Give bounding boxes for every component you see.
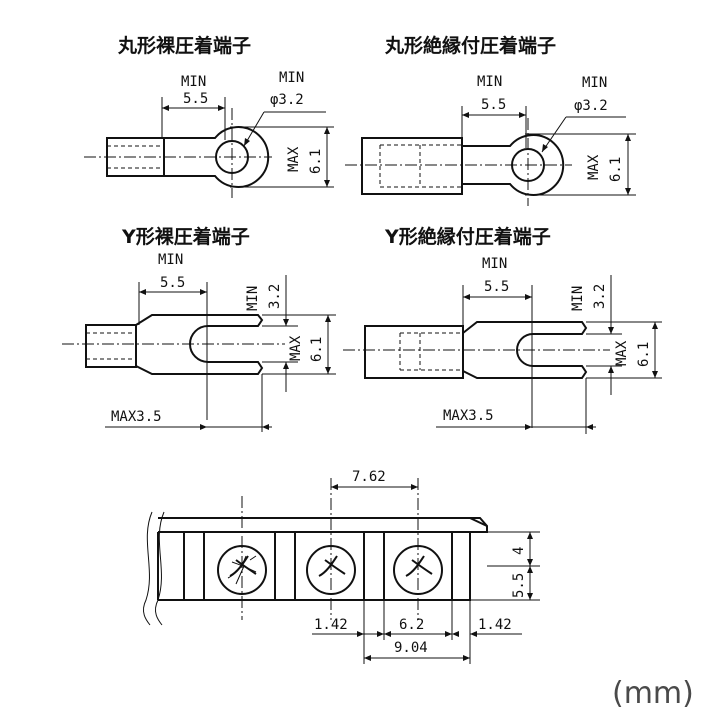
y-bare-barrel — [85, 324, 137, 368]
y-insulated-width: 5.5 — [484, 279, 509, 295]
y-bare-slot: 3.2 — [267, 284, 283, 309]
y-insulated-bottom: MAX3.5 — [443, 408, 494, 424]
y-bare-title: Y形裸圧着端子 — [121, 225, 250, 248]
block-height-top: 4 — [511, 547, 527, 555]
ring-insulated-min-label: MIN — [477, 74, 502, 90]
y-insulated-title: Y形絶縁付圧着端子 — [384, 225, 551, 248]
y-insulated-sleeve — [364, 325, 464, 379]
terminal-block-diagram: 7.62 4 5.5 1.42 6.2 1.42 9.04 — [143, 469, 540, 664]
ring-insulated-title: 丸形絶縁付圧着端子 — [384, 34, 556, 57]
y-insulated-slot: 3.2 — [592, 284, 608, 309]
y-bare-max: 6.1 — [309, 337, 325, 362]
block-right: 1.42 — [478, 617, 512, 633]
ring-bare-hole: φ3.2 — [270, 92, 304, 108]
ring-insulated-max: 6.1 — [608, 157, 624, 182]
ring-bare-hole-min: MIN — [279, 70, 304, 86]
y-bare-width: 5.5 — [160, 275, 185, 291]
ring-insulated-sleeve — [361, 137, 463, 195]
ring-insulated-hole-min: MIN — [582, 75, 607, 91]
ring-insulated-hole: φ3.2 — [574, 98, 608, 114]
ring-insulated-max-label: MAX — [586, 154, 602, 180]
y-insulated-fork — [462, 321, 588, 379]
ring-insulated-tongue — [462, 134, 565, 196]
y-insulated-diagram: Y形絶縁付圧着端子 MIN 5.5 MIN 3.2 MAX 6.1 — [343, 225, 662, 434]
block-left: 1.42 — [314, 617, 348, 633]
block-total: 9.04 — [394, 640, 428, 656]
y-bare-max-label: MAX — [288, 335, 304, 361]
unit-label: (mm) — [612, 676, 694, 711]
ring-bare-max: 6.1 — [308, 149, 324, 174]
ring-bare-max-label: MAX — [286, 146, 302, 172]
ring-insulated-diagram: 丸形絶縁付圧着端子 MIN 5.5 MIN φ3.2 MAX 6.1 — [345, 34, 636, 206]
y-bare-slot-min: MIN — [245, 286, 261, 311]
y-bare-diagram: Y形裸圧着端子 MIN 5.5 MIN 3.2 MAX 6.1 — [62, 225, 336, 432]
ring-bare-min-label: MIN — [181, 74, 206, 90]
ring-bare-width: 5.5 — [183, 91, 208, 107]
y-insulated-slot-min: MIN — [570, 286, 586, 311]
y-insulated-max-label: MAX — [614, 340, 630, 366]
ring-bare-diagram: 丸形裸圧着端子 MIN 5.5 MIN φ3.2 MAX 6.1 — [84, 34, 334, 198]
ring-bare-title: 丸形裸圧着端子 — [117, 34, 251, 57]
block-middle: 6.2 — [399, 617, 424, 633]
y-insulated-max: 6.1 — [636, 342, 652, 367]
y-bare-bottom: MAX3.5 — [111, 409, 162, 425]
block-pitch: 7.62 — [352, 469, 386, 485]
ring-insulated-width: 5.5 — [481, 97, 506, 113]
y-insulated-min-label: MIN — [482, 256, 507, 272]
y-bare-min-label: MIN — [158, 252, 183, 268]
block-height-side: 5.5 — [511, 573, 527, 598]
